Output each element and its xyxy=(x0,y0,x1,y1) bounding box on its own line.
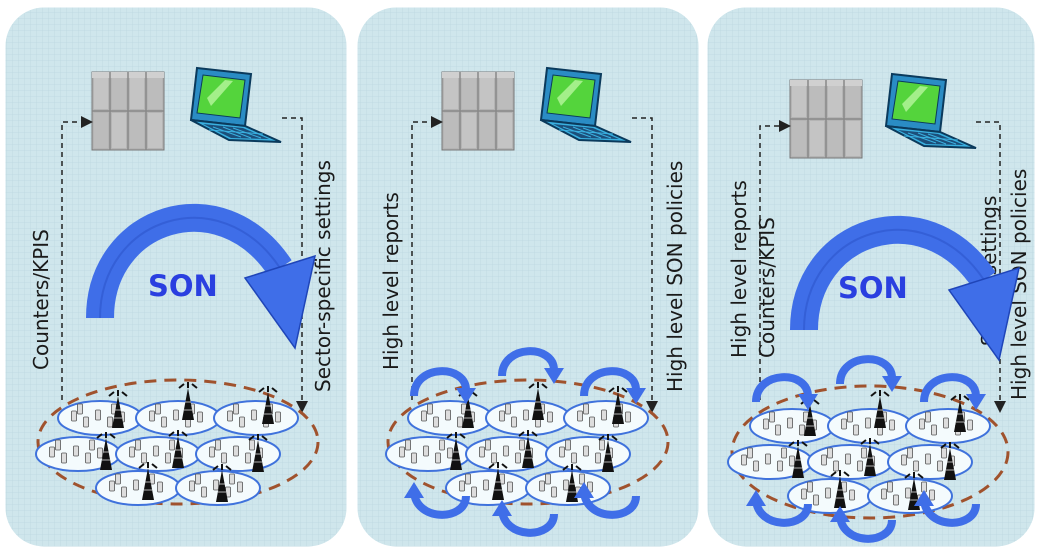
son-label: SON xyxy=(838,271,908,305)
panel-hybrid: High level reports Counters/KPIS Sector … xyxy=(704,4,1038,550)
server-icon xyxy=(789,79,863,159)
panel-distributed: Counters/KPIS Sector-specific settings S… xyxy=(2,4,350,550)
uplink-dashed-arrow xyxy=(759,120,791,400)
counters-kpis-label: Counters/KPIS xyxy=(755,217,779,358)
panel-localized: High level reports High level SON polici… xyxy=(354,4,702,550)
network-boundary xyxy=(730,384,1010,520)
son-label: SON xyxy=(148,269,218,303)
downlink-dashed-arrow xyxy=(282,117,308,413)
network-boundary xyxy=(386,378,670,506)
high-level-son-policies-label: High level SON policies xyxy=(663,161,687,392)
network-boundary xyxy=(36,378,320,506)
sector-specific-settings-label: Sector-specific settings xyxy=(311,160,335,392)
server-icon xyxy=(91,71,165,151)
counters-kpis-label: Counters/KPIS xyxy=(29,229,53,370)
downlink-dashed-arrow xyxy=(632,117,658,413)
server-icon xyxy=(441,71,515,151)
high-level-reports-label: High level reports xyxy=(379,192,403,370)
uplink-dashed-arrow xyxy=(61,116,93,400)
uplink-dashed-arrow xyxy=(411,116,443,400)
high-level-reports-label: High level reports xyxy=(727,180,751,358)
